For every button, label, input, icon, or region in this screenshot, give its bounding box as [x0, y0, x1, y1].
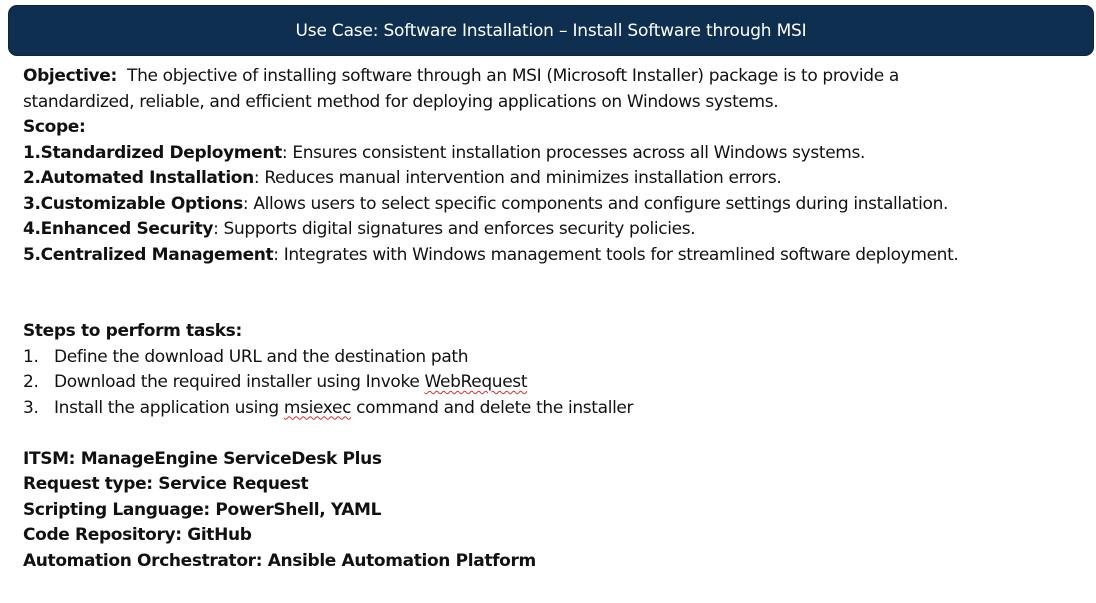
objective-label: Objective:	[23, 66, 117, 86]
section-gap	[23, 268, 1089, 319]
scope-item-3: 3.Customizable Options: Allows users to …	[23, 192, 1089, 218]
objective-line-1: Objective: The objective of installing s…	[23, 64, 1089, 90]
scope-item-term: 2.Automated Installation	[23, 168, 254, 188]
scope-item-5: 5.Centralized Management: Integrates wit…	[23, 243, 1089, 269]
step-number: 1.	[23, 346, 39, 367]
step-text-after: command and delete the installer	[351, 397, 634, 418]
scripting-language-line: Scripting Language: PowerShell, YAML	[23, 499, 382, 520]
automation-orchestrator-line: Automation Orchestrator: Ansible Automat…	[23, 550, 536, 571]
step-text-before: Install the application using	[54, 397, 284, 418]
scope-item-term: 3.Customizable Options	[23, 193, 243, 214]
section-gap	[23, 421, 1089, 447]
scope-item-term: 1.Standardized Deployment	[23, 142, 282, 163]
document-body: Objective: The objective of installing s…	[23, 64, 1089, 574]
title-banner: Use Case: Software Installation – Instal…	[8, 5, 1094, 56]
step-item-2: 2. Download the required installer using …	[23, 370, 1089, 396]
scope-item-term: 4.Enhanced Security	[23, 219, 214, 239]
scope-item-2: 2.Automated Installation: Reduces manual…	[23, 166, 1089, 192]
request-type-line: Request type: Service Request	[23, 474, 309, 494]
steps-list: 1. Define the download URL and the destin…	[23, 345, 1089, 422]
scope-item-desc: : Supports digital signatures and enforc…	[213, 219, 696, 239]
step-item-3: 3.Install the application using msiexec …	[23, 396, 1089, 422]
step-number: 2.	[23, 372, 39, 392]
objective-line-2: standardized, reliable, and efficient me…	[23, 90, 1089, 116]
step-item-1: 1. Define the download URL and the destin…	[23, 345, 1089, 371]
scope-item-desc: : Reduces manual intervention and minimi…	[253, 168, 782, 188]
step-number: 3.	[23, 397, 39, 418]
code-repository-line: Code Repository: GitHub	[23, 525, 252, 545]
scope-item-4: 4.Enhanced Security: Supports digital si…	[23, 217, 1089, 243]
steps-label: Steps to perform tasks:	[23, 321, 242, 341]
scope-item-desc: : Integrates with Windows management too…	[273, 244, 959, 265]
scope-item-term: 5.Centralized Management	[23, 244, 274, 265]
scope-item-1: 1.Standardized Deployment: Ensures consi…	[23, 141, 1089, 167]
itsm-line: ITSM: ManageEngine ServiceDesk Plus	[23, 448, 382, 469]
objective-text-1: The objective of installing software thr…	[127, 66, 899, 86]
step-text-before: Download the required installer using In…	[54, 372, 425, 392]
step-text: Define the download URL and the destinat…	[54, 346, 469, 367]
scope-item-desc: : Allows users to select specific compon…	[242, 193, 949, 214]
scope-item-desc: : Ensures consistent installation proces…	[281, 142, 866, 163]
scope-label: Scope:	[23, 117, 86, 137]
spellcheck-flagged-word[interactable]: msiexec	[283, 397, 352, 418]
page-title: Use Case: Software Installation – Instal…	[295, 20, 807, 41]
objective-text-2: standardized, reliable, and efficient me…	[23, 91, 779, 112]
spellcheck-flagged-word[interactable]: WebRequest	[424, 372, 528, 392]
